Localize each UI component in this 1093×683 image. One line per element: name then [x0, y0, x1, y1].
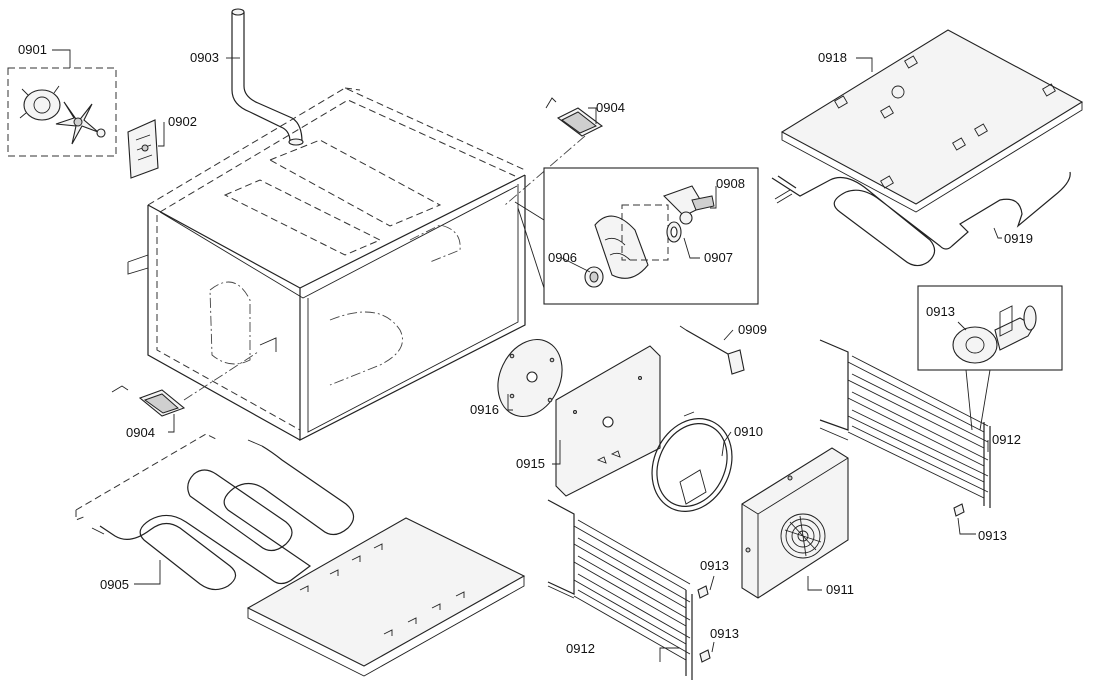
label-0905: 0905 [100, 577, 129, 592]
part-0905-bottom-heating-element [75, 433, 355, 591]
part-0912-right-rack [819, 339, 991, 508]
label-0910: 0910 [734, 424, 763, 439]
part-0902-mounting-plate [127, 119, 159, 179]
part-0912-left-rack [547, 499, 693, 680]
part-0913-screw-left-b [699, 649, 711, 663]
label-0912-right: 0912 [992, 432, 1021, 447]
label-0909: 0909 [738, 322, 767, 337]
label-0908: 0908 [716, 176, 745, 191]
label-0901: 0901 [18, 42, 47, 57]
leader-lines [52, 49, 1002, 662]
part-0903-vent-pipe [231, 8, 304, 146]
part-0909-probe [679, 325, 745, 375]
part-0911-fan-cover [741, 447, 849, 599]
oven-cavity [127, 87, 526, 441]
label-0906: 0906 [548, 250, 577, 265]
part-0916-round-cover [497, 339, 563, 417]
label-0913-detail: 0913 [926, 304, 955, 319]
label-0915: 0915 [516, 456, 545, 471]
label-0904-top: 0904 [596, 100, 625, 115]
label-0911: 0911 [826, 582, 854, 597]
label-0913-left-b: 0913 [710, 626, 739, 641]
label-0919: 0919 [1004, 231, 1033, 246]
label-0918: 0918 [818, 50, 847, 65]
part-0913-screw-right [953, 503, 965, 517]
part-0915-back-panel [555, 345, 661, 497]
label-0916: 0916 [470, 402, 499, 417]
part-0904-sensor-top [504, 97, 604, 206]
label-0913-right: 0913 [978, 528, 1007, 543]
label-0902: 0902 [168, 114, 197, 129]
part-0919-top-heating-element [771, 171, 1071, 267]
detail-box-0906-0908 [514, 167, 759, 305]
label-0912-left: 0912 [566, 641, 595, 656]
label-0913-left-a: 0913 [700, 558, 729, 573]
label-0903: 0903 [190, 50, 219, 65]
label-0907: 0907 [704, 250, 733, 265]
detail-box-0913 [917, 285, 1063, 431]
part-0918-top-panel [780, 29, 1084, 213]
part-0904-sensor-bottom [111, 351, 259, 417]
part-0901-fan-motor [7, 67, 117, 157]
part-0910-ring-element [651, 411, 733, 512]
label-0904-bottom: 0904 [126, 425, 155, 440]
part-labels: 0901 0902 0903 0904 0904 0905 0906 0907 … [18, 42, 1033, 656]
part-bottom-tray [246, 517, 526, 677]
part-0913-screw-left-a [697, 585, 709, 599]
